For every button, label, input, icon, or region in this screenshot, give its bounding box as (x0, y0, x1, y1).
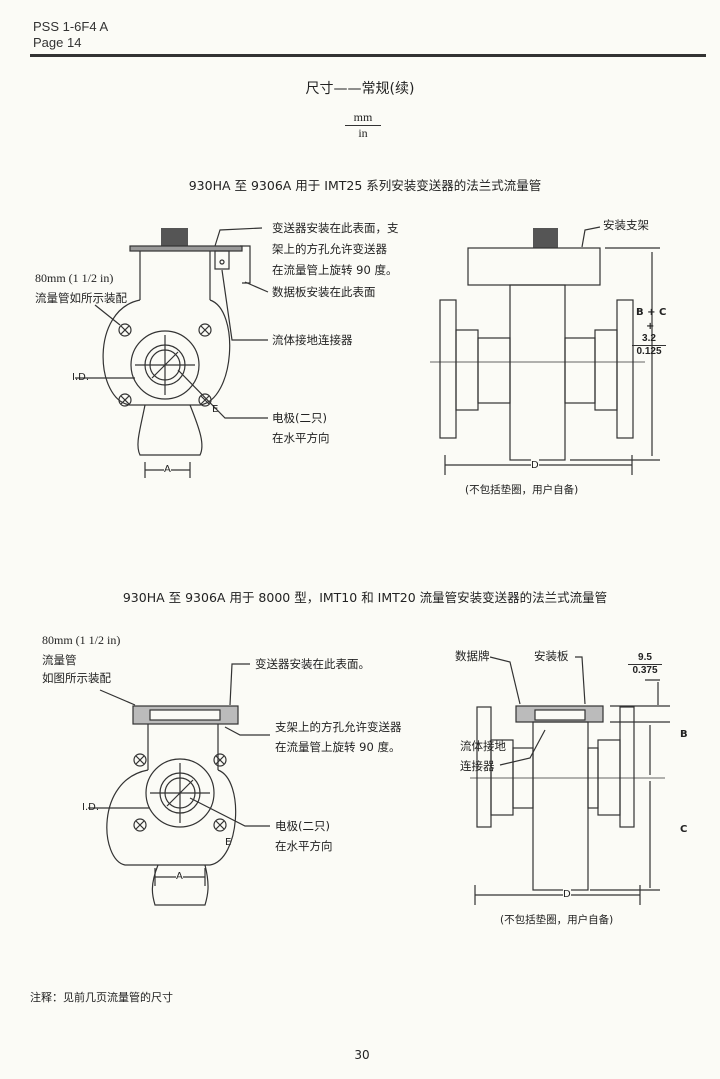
s1-ground-label: 流体接地连接器 (272, 333, 353, 347)
s1-side-view (430, 226, 660, 475)
s2-ground-label1: 流体接地 (460, 739, 506, 753)
s2-liner (145, 758, 215, 828)
footnote: 注释：见前几页流量管的尺寸 (30, 991, 173, 1004)
s1-gasket-note: (不包括垫圈，用户自备) (465, 484, 579, 496)
unit-mm: mm (345, 110, 381, 126)
s1-tolerance: 3.2 0.125 (632, 333, 666, 358)
s2-dim-d (474, 885, 641, 905)
s2-leader-mountplate (575, 656, 586, 705)
s2-bolt-holes (133, 753, 227, 832)
s1-body (509, 284, 566, 461)
s2-bottom-leg (151, 864, 209, 906)
s2-tube-note1: 流量管 (42, 653, 77, 667)
s1-leader-bracket (581, 226, 601, 248)
s2-dim-plate (610, 679, 670, 723)
s1-id-label: I.D. (72, 372, 90, 383)
s2-body (532, 721, 589, 891)
s2-gasket-note: (不包括垫圈，用户自备) (500, 914, 614, 926)
unit-in: in (358, 126, 368, 140)
section1-subtitle: 930HA 至 9306A 用于 IMT25 系列安装变送器的法兰式流量管 (188, 178, 542, 193)
s1-data-plate (214, 250, 230, 270)
s1-tol-in: 0.125 (636, 346, 662, 357)
section2-subtitle: 930HA 至 9306A 用于 8000 型，IMT10 和 IMT20 流量… (122, 590, 608, 605)
s1-mount-line3: 在流量管上旋转 90 度。 (272, 263, 398, 277)
s2-neck (147, 724, 219, 770)
s2-rotate-line2: 在流量管上旋转 90 度。 (275, 740, 401, 754)
s2-c-label: C (680, 824, 688, 835)
page-number: 30 (354, 1048, 370, 1062)
s1-tube-note: 流量管如所示装配 (35, 291, 127, 305)
s1-leader-electrode (177, 369, 268, 419)
s1-d-label: D (531, 459, 539, 473)
s1-mount-line1: 变送器安装在此表面，支 (272, 221, 399, 235)
s1-flange-outline (102, 299, 231, 406)
s1-neck (139, 251, 211, 300)
s1-leader-plate (244, 281, 269, 293)
s2-leader-ground (499, 729, 546, 766)
s1-leader-ground (221, 269, 268, 341)
s2-rotate-line1: 支架上的方孔允许变送器 (275, 720, 402, 734)
s1-bottom-leg (137, 404, 203, 456)
s1-plus-label: + (646, 321, 655, 332)
s1-tol-mm: 3.2 (632, 333, 666, 346)
s1-housing (467, 247, 601, 286)
s2-flange-outline (106, 769, 237, 866)
s1-electrode-label1: 电极(二只) (272, 411, 327, 425)
s2-tube-size: 80mm (1 1/2 in) (42, 633, 121, 647)
s2-a-label: A (176, 870, 183, 884)
s1-electrode-label2: 在水平方向 (272, 431, 330, 445)
s2-leader-electrode (189, 797, 270, 827)
s2-electrode-label2: 在水平方向 (275, 839, 333, 853)
s2-front-view (88, 663, 270, 906)
s1-flange-right (616, 299, 634, 439)
s1-dim-bc (570, 247, 660, 461)
unit-fraction: mm in (345, 110, 381, 141)
s2-dim-mm: 9.5 (628, 652, 662, 665)
s1-leader-tube (94, 304, 121, 326)
s1-bc-label: B + C (636, 307, 667, 318)
s2-d-label: D (563, 888, 571, 902)
s2-plate-dim: 9.5 0.375 (628, 652, 662, 677)
s2-ground-label2: 连接器 (460, 759, 495, 773)
s1-bracket-top (129, 245, 243, 252)
s1-flange-left (439, 299, 457, 439)
s2-mount-label: 变送器安装在此表面。 (255, 657, 370, 671)
s2-leader-rotate (224, 726, 270, 736)
s2-electrode-label1: 电极(二只) (275, 819, 330, 833)
s1-liner (130, 330, 200, 400)
s2-data-plate-label: 数据牌 (455, 649, 490, 663)
s2-tube-note2: 如图所示装配 (42, 671, 111, 685)
page-label: Page 14 (33, 35, 82, 50)
s1-data-plate-label: 数据板安装在此表面 (272, 285, 376, 299)
s1-front-view (75, 227, 269, 478)
s1-bracket-label: 安装支架 (603, 218, 649, 232)
header-rule (30, 54, 706, 57)
s2-b-label: B (680, 729, 688, 740)
s2-dim-bc (590, 725, 660, 891)
s2-id-label: I.D. (82, 802, 100, 813)
s2-dim-in: 0.375 (632, 665, 658, 676)
s2-side-view (470, 656, 670, 905)
s1-mount-line2: 架上的方孔允许变送器 (272, 242, 387, 256)
s2-leader-tube (99, 689, 136, 706)
doc-id: PSS 1-6F4 A (33, 19, 109, 34)
s1-a-label: A (164, 463, 171, 477)
s1-connector (161, 228, 188, 246)
s1-tube-size: 80mm (1 1/2 in) (35, 271, 114, 285)
s1-leader-mount (214, 227, 263, 247)
page-title: 尺寸——常规(续) (305, 81, 415, 97)
s1-e-label: E (212, 404, 219, 415)
s2-e-label: E (225, 837, 232, 848)
s2-leader-dataplate (489, 656, 521, 705)
s2-leader-mount (229, 663, 250, 706)
s2-mount-plate-label: 安装板 (534, 649, 569, 663)
s2-flange-right (619, 706, 635, 828)
s1-bolt-holes (118, 323, 212, 407)
